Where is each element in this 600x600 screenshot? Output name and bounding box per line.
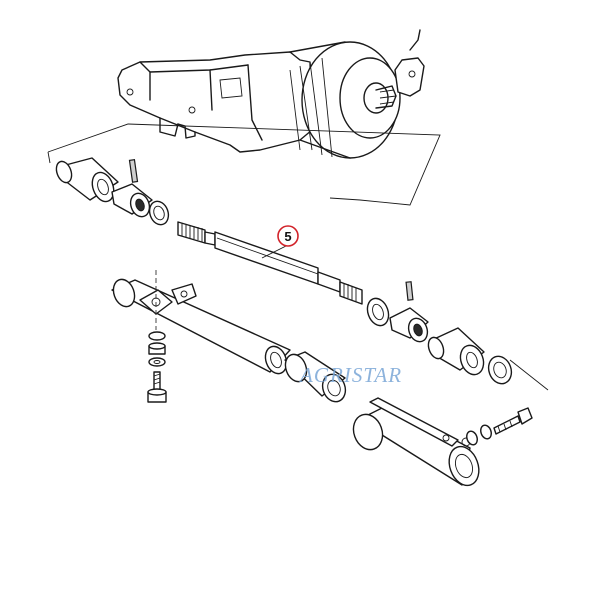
right-bolt-stack [466,407,533,446]
left-coupling [111,159,170,226]
middle-tube [284,351,347,403]
right-bushing [427,327,549,391]
watermark-logo: AGRISTAR [298,363,402,387]
right-coupling [366,281,429,343]
clamp-tube [352,397,480,487]
left-lower-tube [111,270,291,375]
callout-label: 5 [284,229,291,244]
gearbox-housing [117,29,425,159]
drive-shaft [177,221,363,305]
left-bushing [55,157,119,203]
callout-circle [277,225,299,247]
left-bolt-stack [147,331,167,403]
mounting-plane-outline [47,123,441,206]
part-callout-5: 5 [261,225,299,259]
